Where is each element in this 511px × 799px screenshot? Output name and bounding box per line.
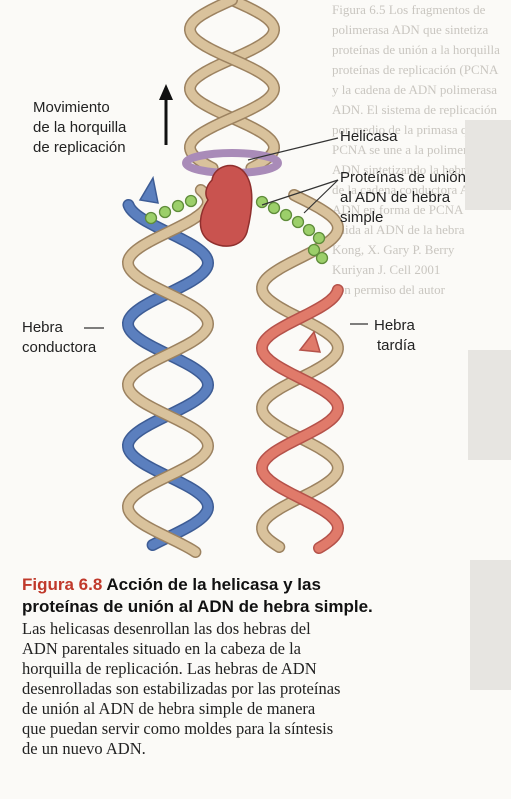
background-block bbox=[468, 350, 511, 460]
leading-new-strand bbox=[123, 200, 213, 550]
label-fork-movement: Movimiento de la horquilla de replicació… bbox=[33, 98, 126, 158]
leader-line-ssb bbox=[303, 179, 339, 214]
ssb-bead-icon bbox=[307, 243, 321, 257]
leader-line-helicase bbox=[247, 137, 339, 161]
caption-line: desenrolladas son estabilizadas por las … bbox=[22, 679, 341, 698]
lagging-new-strand bbox=[257, 285, 343, 553]
parental-strand-right bbox=[257, 190, 343, 552]
label-line: simple bbox=[340, 209, 384, 226]
label-line: Proteínas de unión bbox=[340, 169, 466, 186]
caption-line: ADN parentales situado en la cabeza de l… bbox=[22, 639, 301, 658]
up-arrow-head bbox=[159, 84, 173, 100]
ssb-bead-icon bbox=[171, 199, 185, 213]
ssb-bead-icon bbox=[315, 251, 329, 265]
parental-strand-b-edge bbox=[183, 0, 281, 174]
lagging-arrowhead bbox=[298, 330, 322, 353]
ssb-bead-icon bbox=[267, 201, 281, 215]
label-line: tardía bbox=[377, 337, 416, 354]
caption-title-line1: Acción de la helicasa y las bbox=[106, 575, 321, 594]
caption-body: Las helicasas desenrollan las dos hebras… bbox=[22, 619, 492, 759]
caption-line: de unión al ADN de hebra simple de maner… bbox=[22, 699, 316, 718]
leading-arrowhead bbox=[138, 175, 159, 204]
label-line: al ADN de hebra bbox=[340, 189, 451, 206]
caption-title: Figura 6.8 Acción de la helicasa y las bbox=[22, 574, 492, 596]
parental-strand-a-edge bbox=[183, 0, 281, 174]
ssb-bead-icon bbox=[279, 208, 293, 222]
label-helicase: Helicasa bbox=[340, 128, 398, 145]
background-block bbox=[470, 560, 511, 690]
label-lagging-strand: Hebra tardía bbox=[374, 316, 415, 356]
caption-title-line2: proteínas de unión al ADN de hebra simpl… bbox=[22, 597, 373, 616]
ssb-bead-icon bbox=[291, 215, 305, 229]
label-leading-strand: Hebra conductora bbox=[22, 318, 96, 358]
label-line: conductora bbox=[22, 339, 97, 356]
label-line: Hebra bbox=[22, 319, 63, 336]
ssb-bead-icon bbox=[184, 194, 198, 208]
caption-line: horquilla de replicación. Las hebras de … bbox=[22, 659, 317, 678]
ssb-bead-icon bbox=[158, 205, 172, 219]
parental-strand-left bbox=[123, 185, 213, 557]
parental-strand-a bbox=[185, 0, 279, 173]
caption-line: que puedan servir como moldes para la sí… bbox=[22, 719, 334, 738]
ssb-bead-icon bbox=[144, 211, 158, 225]
label-line: Movimiento bbox=[33, 99, 110, 116]
ssb-bead-icon bbox=[312, 231, 326, 245]
label-line: de la horquilla bbox=[33, 119, 127, 136]
label-ssb-proteins: Proteínas de unión al ADN de hebra simpl… bbox=[340, 168, 466, 228]
helicase-protein-icon bbox=[199, 164, 253, 247]
background-page-text: Figura 6.5 Los fragmentos de polimerasa … bbox=[332, 2, 500, 297]
figure-caption: Figura 6.8 Acción de la helicasa y las p… bbox=[22, 574, 492, 759]
caption-line: de un nuevo ADN. bbox=[22, 739, 146, 758]
ssb-bead-icon bbox=[255, 195, 269, 209]
caption-line: Las helicasas desenrollan las dos hebras… bbox=[22, 619, 311, 638]
figure-number: Figura 6.8 bbox=[22, 575, 103, 594]
ssb-bead-icon bbox=[302, 223, 316, 237]
label-line: de replicación bbox=[33, 139, 126, 156]
leader-line-ssb bbox=[261, 179, 339, 206]
label-line: Hebra bbox=[374, 317, 415, 334]
background-block bbox=[465, 120, 511, 210]
parental-strand-b bbox=[185, 0, 279, 173]
